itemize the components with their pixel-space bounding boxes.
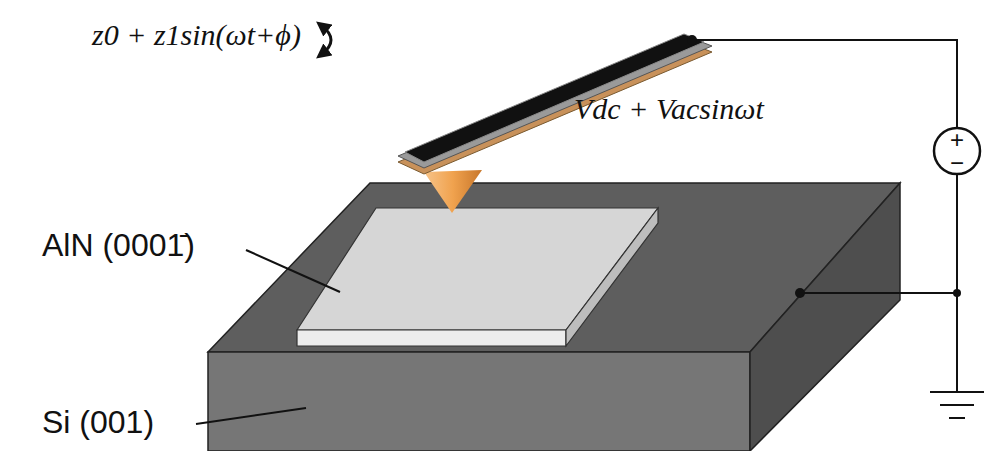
- si-front: [208, 352, 750, 451]
- junction-dot: [953, 289, 961, 297]
- ground-symbol: [949, 417, 965, 419]
- oscillation-arrow: [322, 26, 331, 54]
- leader-line: [246, 250, 340, 292]
- polarity-sign: −: [950, 150, 964, 176]
- si-side: [750, 183, 900, 451]
- wire: [800, 292, 957, 294]
- aln-front: [297, 330, 566, 346]
- leader-line: [196, 408, 306, 424]
- voltage-label: Vdc + Vacsinωt: [574, 92, 764, 125]
- aln-top: [297, 208, 658, 330]
- aln-side: [566, 208, 658, 346]
- layer-label: AlN (0001̄): [42, 228, 195, 263]
- substrate-label: Si (001): [42, 405, 154, 440]
- wire: [956, 174, 958, 392]
- ground-symbol: [940, 404, 974, 406]
- terminal-dot: [795, 288, 805, 298]
- afm-tip: [424, 170, 482, 213]
- terminal-dot: [687, 35, 697, 45]
- ground-symbol: [930, 391, 984, 393]
- oscillation-label: z0 + z1sin(ωt+ϕ): [92, 18, 301, 51]
